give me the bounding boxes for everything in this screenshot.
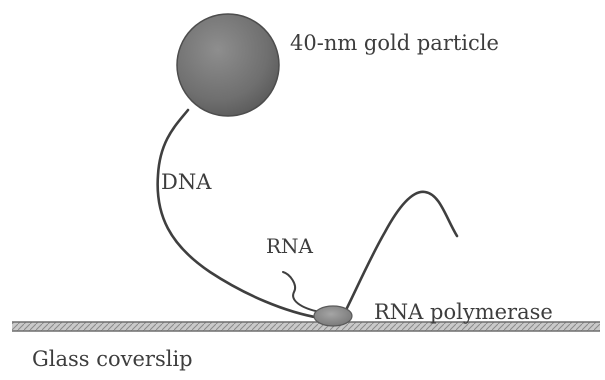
gold-particle-label: 40-nm gold particle [290, 33, 499, 54]
gold-particle [177, 14, 279, 116]
rna-label: RNA [266, 236, 313, 256]
dna-free-end [345, 192, 457, 312]
rna-polymerase-label: RNA polymerase [374, 302, 553, 323]
glass-coverslip-label: Glass coverslip [32, 349, 193, 370]
rna-polymerase-shape [314, 306, 352, 326]
dna-label: DNA [161, 172, 211, 193]
rna-strand [283, 272, 320, 312]
